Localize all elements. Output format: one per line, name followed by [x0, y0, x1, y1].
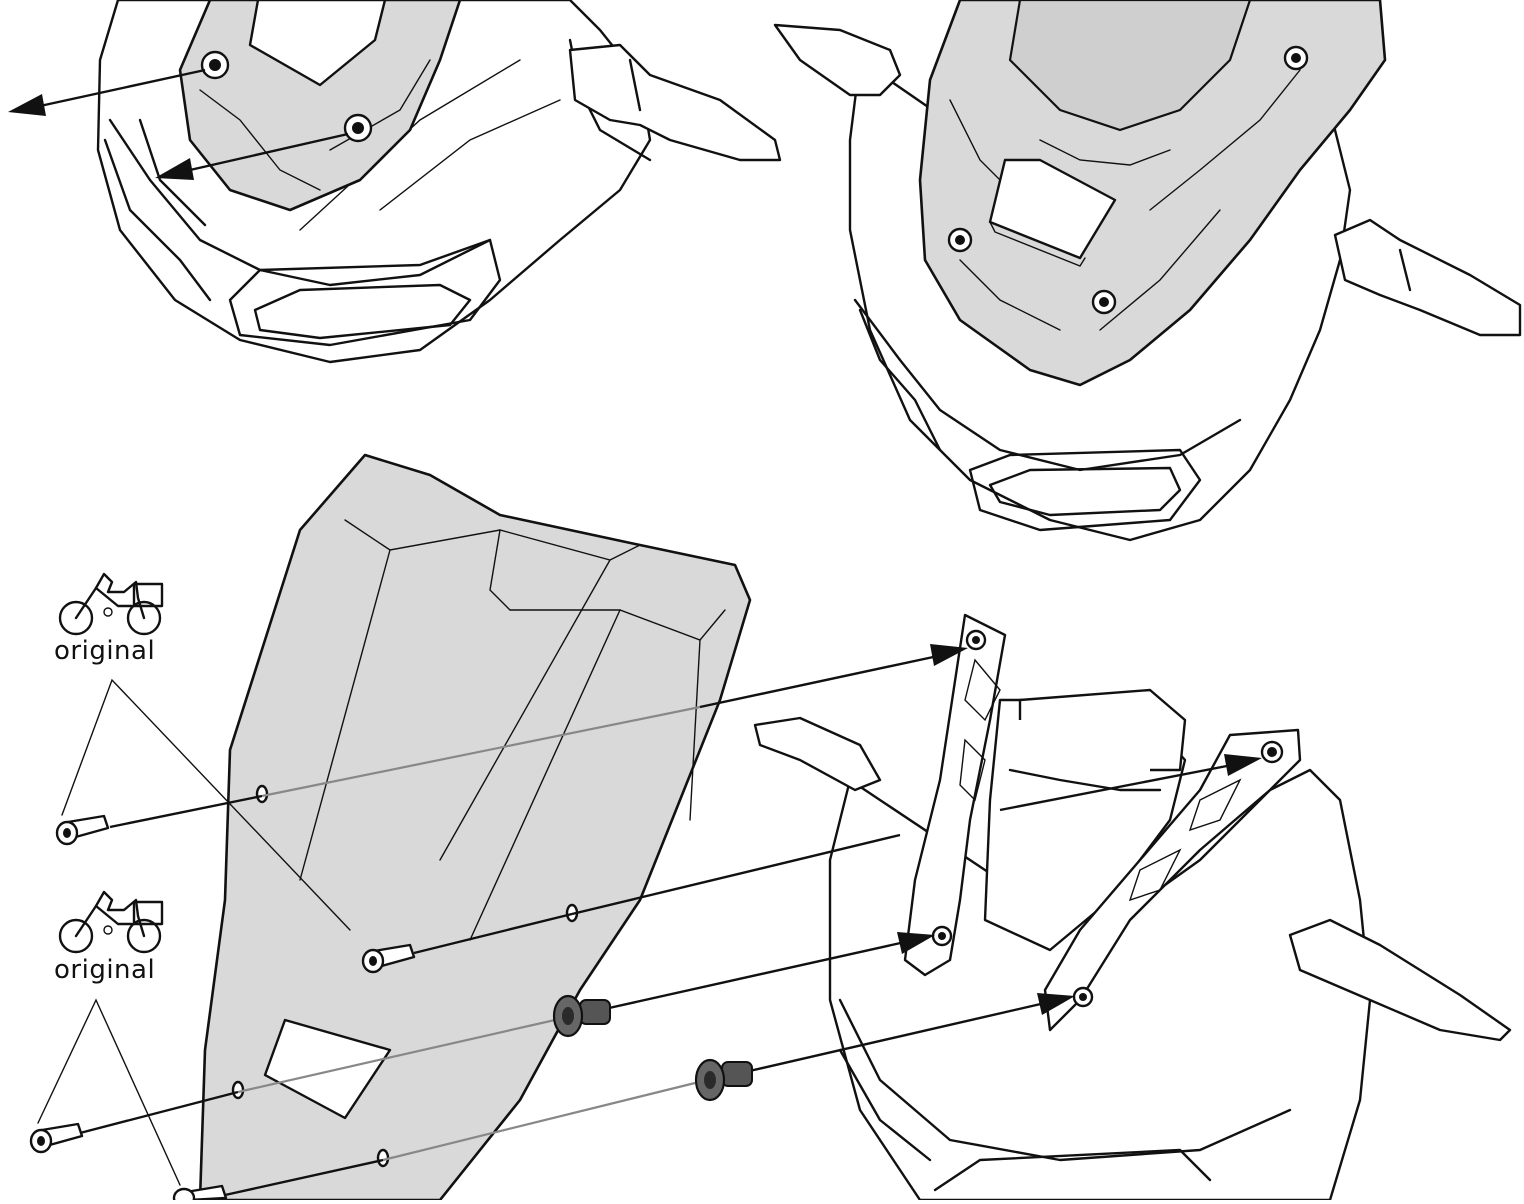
fairing-bottom-right — [753, 613, 1512, 1202]
fairing-top-right — [773, 0, 1522, 542]
label-leader-lines — [37, 678, 351, 1186]
screw-icon — [55, 814, 110, 846]
new-windscreen — [198, 453, 752, 1202]
screw-icon — [29, 814, 416, 1204]
assembly-arrows — [79, 644, 1262, 1197]
screw-icon — [29, 1122, 84, 1154]
rubber-grommet-icon — [552, 994, 753, 1102]
label-original-lower: original — [54, 955, 156, 985]
rubber-grommet-icon — [694, 1058, 753, 1102]
rubber-grommet-icon — [552, 994, 611, 1038]
motorcycle-icon — [58, 572, 164, 636]
motorcycle-icon — [58, 890, 164, 954]
screw-icon — [361, 943, 416, 974]
fairing-top-left — [8, 0, 782, 364]
label-original-upper: original — [54, 636, 156, 666]
